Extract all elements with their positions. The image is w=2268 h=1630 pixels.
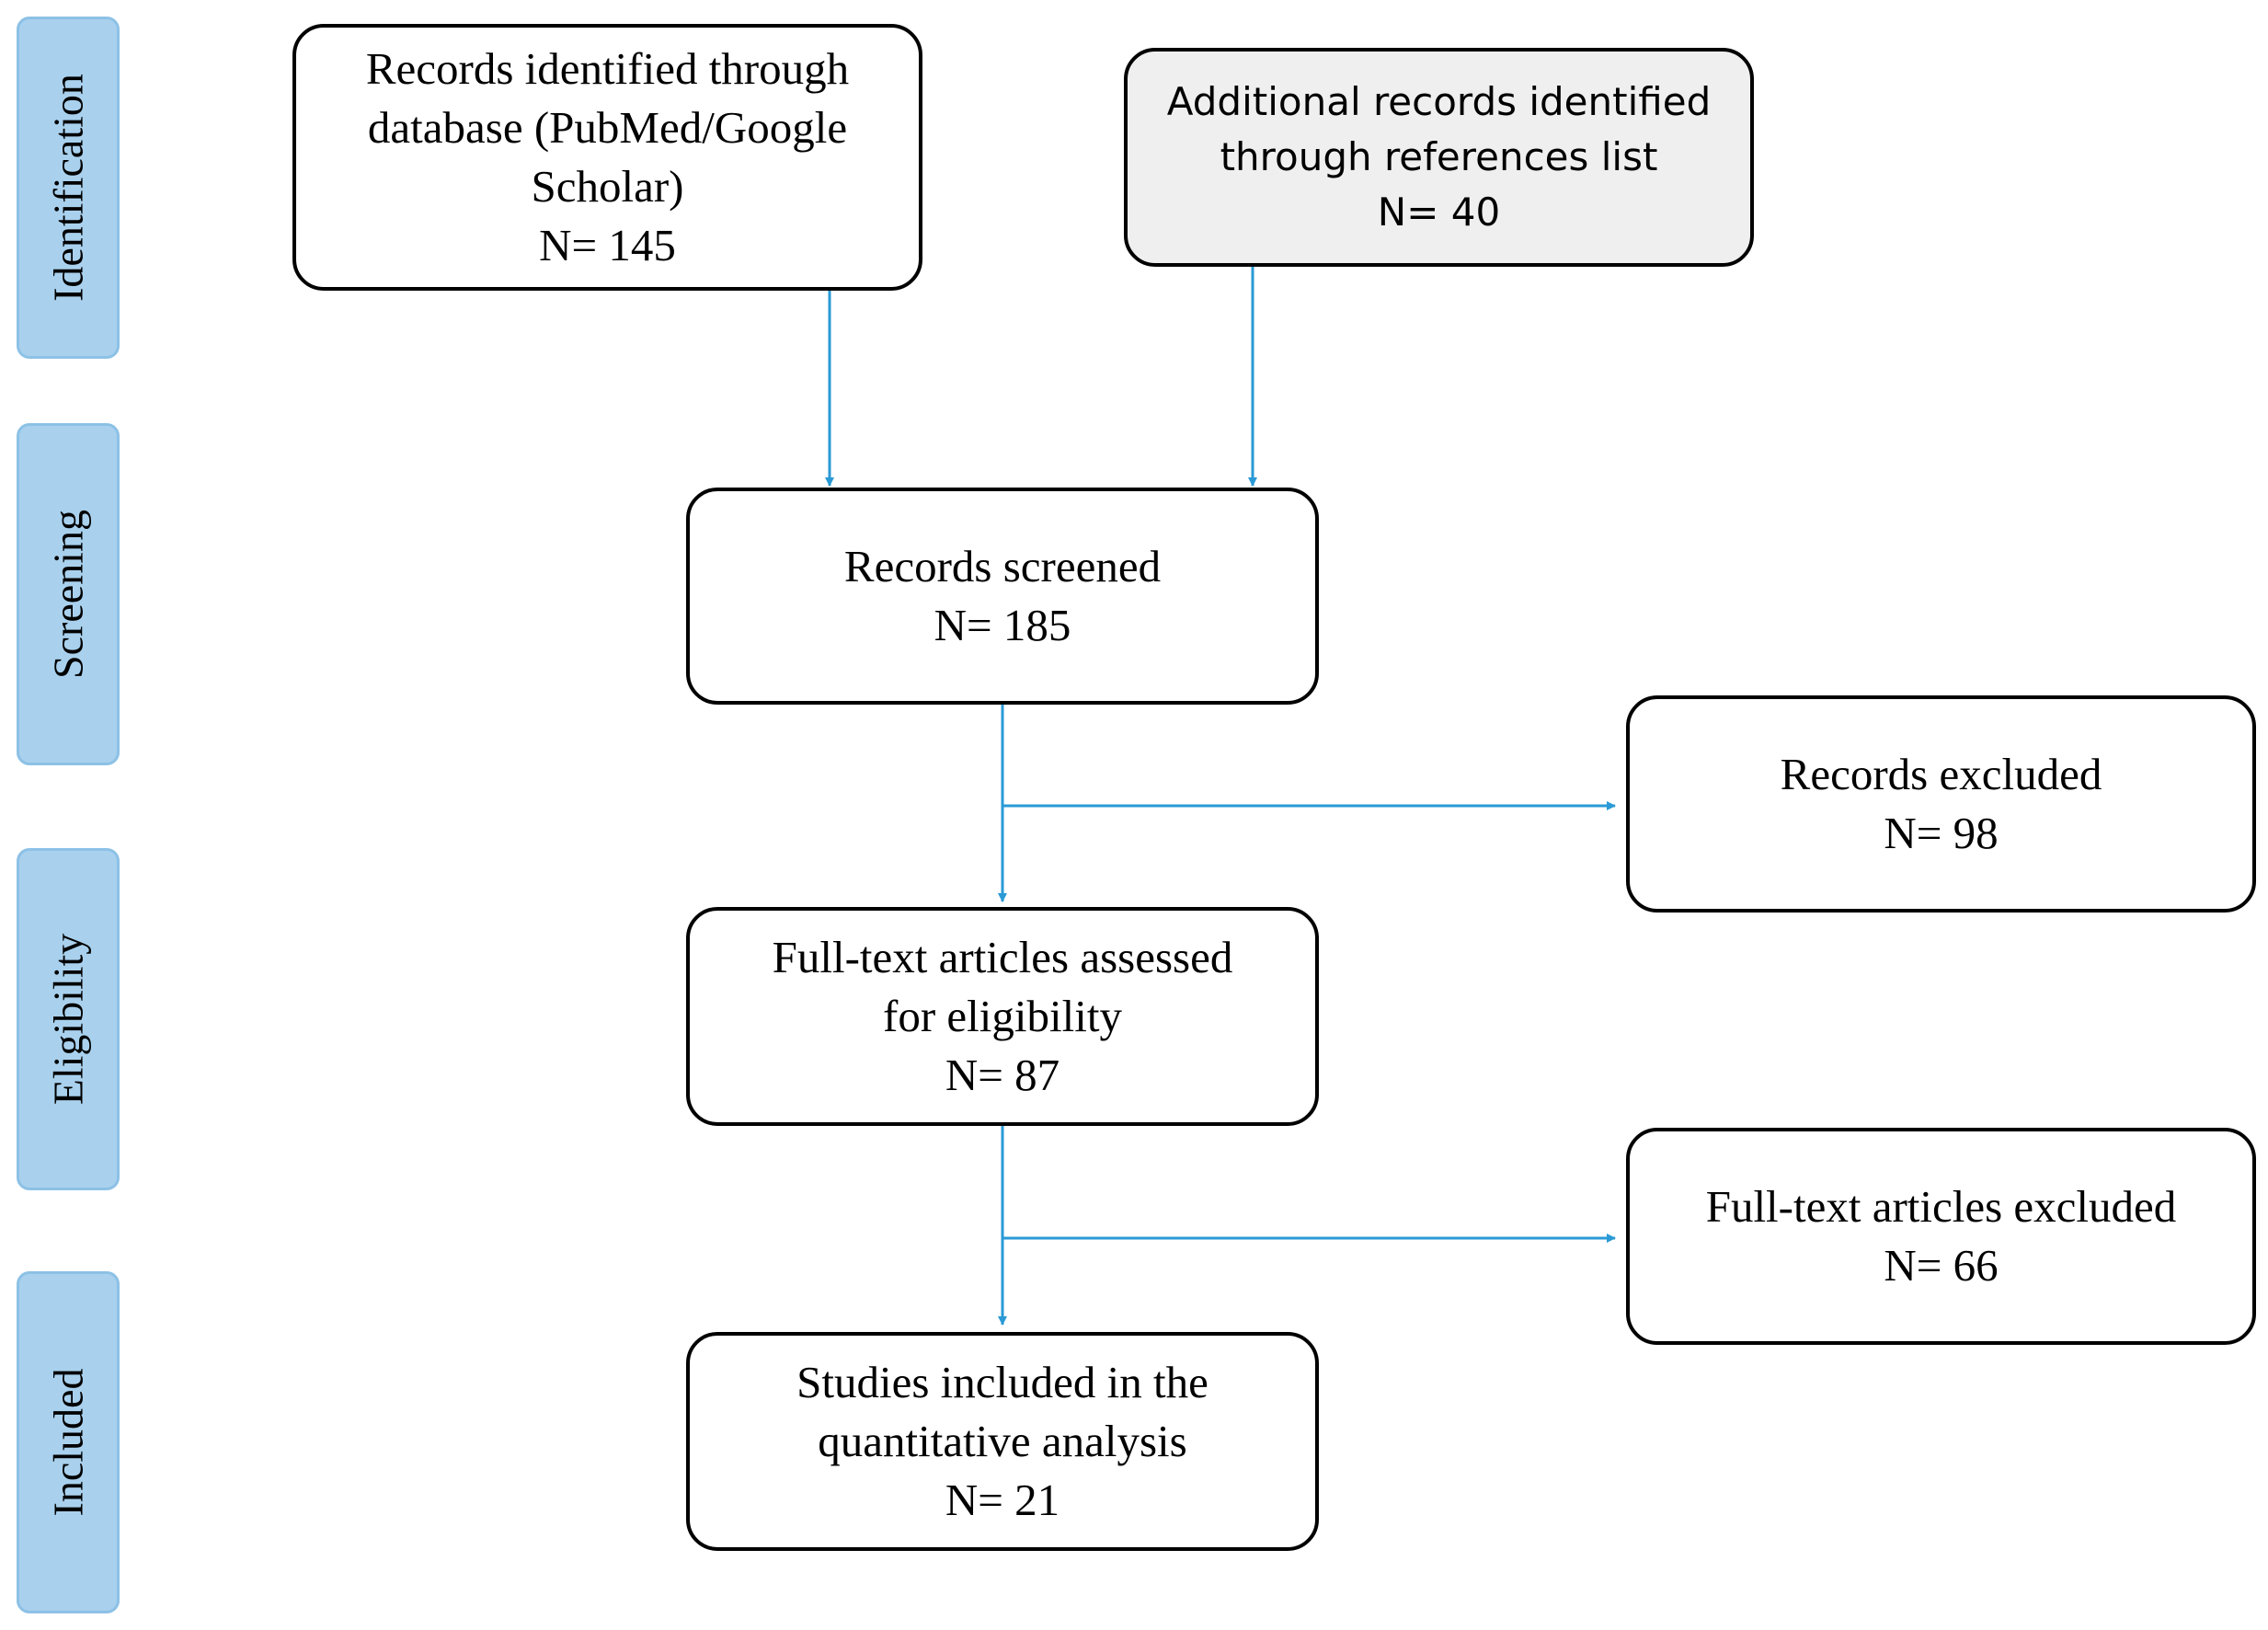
box-text-line: Records excluded <box>1780 749 2102 799</box>
box-text-line: quantitative analysis <box>818 1416 1187 1466</box>
box-text-line: Scholar) <box>531 161 684 212</box>
box-studies-included: Studies included in the quantitative ana… <box>686 1332 1319 1551</box>
box-count: N= 145 <box>539 220 676 270</box>
box-records-screened: Records screened N= 185 <box>686 488 1319 705</box>
box-text-line: Records screened <box>843 541 1162 591</box>
box-count: N= 66 <box>1884 1240 1999 1291</box>
box-records-excluded: Records excluded N= 98 <box>1626 695 2256 913</box>
box-text-line: for eligibility <box>883 991 1122 1041</box>
box-count: N= 40 <box>1377 189 1501 235</box>
box-fulltext-assessed: Full-text articles assessed for eligibil… <box>686 907 1319 1126</box>
box-text-line: Records identified through <box>365 43 850 94</box>
box-text-line: Studies included in the <box>796 1357 1208 1407</box>
box-text-line: Full-text articles excluded <box>1705 1181 2177 1232</box>
stage-eligibility: Eligibility <box>17 848 120 1190</box>
box-count: N= 185 <box>934 600 1071 650</box>
box-text-line: database (PubMed/Google <box>367 102 848 153</box>
box-text-line: Additional records identified <box>1166 79 1712 124</box>
stage-screening: Screening <box>17 423 120 765</box>
box-count: N= 21 <box>945 1475 1060 1525</box>
box-text-line: through references list <box>1220 134 1658 179</box>
box-count: N= 98 <box>1884 808 1999 858</box>
box-fulltext-excluded: Full-text articles excluded N= 66 <box>1626 1128 2256 1345</box>
box-database-records: Records identified through database (Pub… <box>292 24 922 291</box>
box-text-line: Full-text articles assessed <box>772 932 1233 982</box>
box-count: N= 87 <box>945 1050 1060 1100</box>
stage-included: Included <box>17 1271 120 1613</box>
stage-identification: Identification <box>17 17 120 359</box>
box-reference-records: Additional records identified through re… <box>1124 48 1754 267</box>
